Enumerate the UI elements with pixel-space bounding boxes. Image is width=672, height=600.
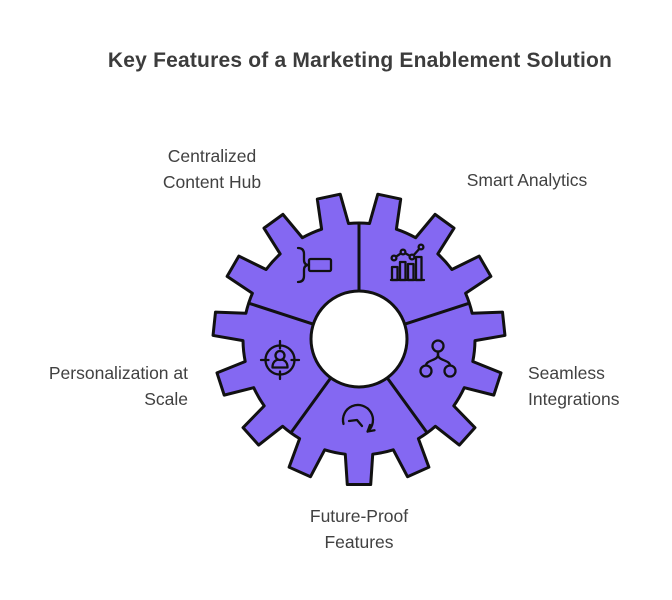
center-hub: [309, 289, 409, 389]
segment-label-smart-analytics: Smart Analytics: [407, 167, 647, 193]
merge-brace-icon: [296, 246, 333, 284]
label-line: Centralized: [167, 146, 257, 166]
segment-label-personalization-at-scale: Personalization at Scale: [0, 360, 188, 412]
segment-label-centralized-content-hub: Centralized Content Hub: [92, 143, 332, 195]
label-line: Smart Analytics: [466, 170, 588, 190]
label-line: Personalization at: [48, 363, 188, 383]
bar-chart-trend-icon: [389, 243, 426, 282]
label-line: Content Hub: [162, 172, 262, 192]
segment-label-seamless-integrations: Seamless Integrations: [528, 360, 668, 412]
branch-nodes-icon: [419, 339, 457, 378]
label-line: Future-Proof: [309, 506, 409, 526]
gear-diagram: [211, 192, 507, 487]
label-line: Features: [324, 532, 394, 552]
segment-dividers: [248, 223, 470, 434]
clockwise-arrow-icon: [341, 403, 376, 433]
label-line: Seamless: [528, 363, 605, 383]
diagram-title: Key Features of a Marketing Enablement S…: [107, 49, 613, 72]
person-target-icon: [259, 339, 301, 381]
label-line: Scale: [144, 389, 188, 409]
label-line: Integrations: [528, 389, 620, 409]
segment-label-future-proof-features: Future-Proof Features: [239, 503, 479, 555]
